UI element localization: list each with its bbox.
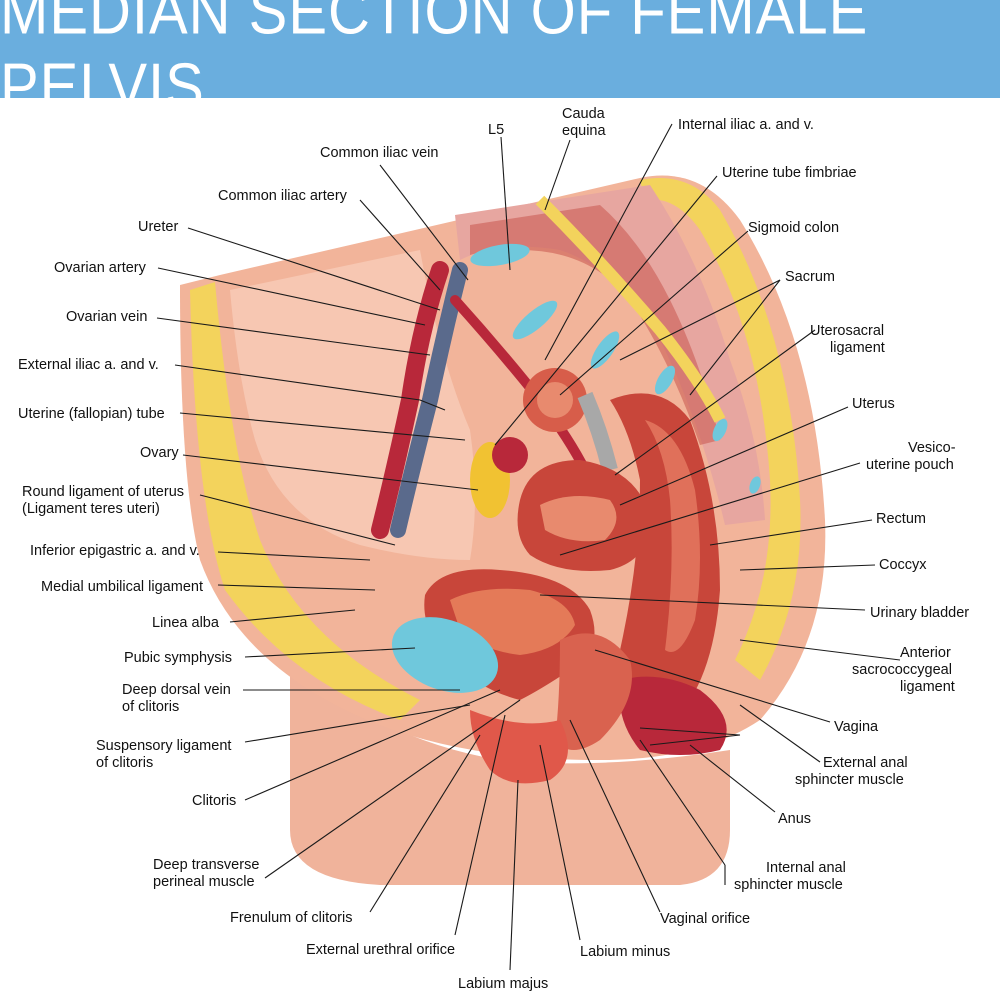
label-external-urethral: External urethral orifice — [306, 942, 455, 958]
label-uterus: Uterus — [852, 396, 895, 412]
label-deep-dorsal-line1: Deep dorsal vein — [122, 682, 231, 698]
label-vaginal-orifice: Vaginal orifice — [660, 911, 750, 927]
label-vesico-line1: Vesico- — [908, 440, 956, 456]
label-anterior-sacro-line1: Anterior — [900, 645, 951, 661]
fimbriae-shape — [492, 437, 528, 473]
label-l5: L5 — [488, 122, 504, 138]
label-common-iliac-artery: Common iliac artery — [218, 188, 348, 204]
label-ureter: Ureter — [138, 219, 178, 235]
anal-canal — [619, 676, 727, 755]
label-ovarian-artery: Ovarian artery — [54, 260, 147, 276]
label-suspensory-line1: Suspensory ligament — [96, 738, 231, 754]
label-labium-majus: Labium majus — [458, 976, 548, 992]
disc-5 — [712, 418, 728, 442]
sacrum — [455, 185, 765, 525]
label-coccyx: Coccyx — [879, 557, 927, 573]
posterior-fat — [640, 178, 801, 680]
label-pubic-symphysis: Pubic symphysis — [124, 650, 232, 666]
disc-4 — [654, 365, 676, 395]
label-vagina: Vagina — [834, 719, 879, 735]
label-vesico-line2: uterine pouch — [866, 457, 954, 473]
label-ovary: Ovary — [140, 445, 179, 461]
label-internal-iliac: Internal iliac a. and v. — [678, 117, 814, 133]
label-round-ligament-line2: (Ligament teres uteri) — [22, 501, 160, 517]
label-cauda-equina-line2: equina — [562, 123, 606, 139]
artery-vessel — [371, 261, 449, 539]
label-urinary-bladder: Urinary bladder — [870, 605, 969, 621]
label-sacrum: Sacrum — [785, 269, 835, 285]
leader-lines — [156, 123, 901, 971]
label-inferior-epigastric: Inferior epigastric a. and v. — [30, 543, 200, 559]
pelvis-model — [180, 175, 826, 885]
label-common-iliac-vein: Common iliac vein — [320, 145, 438, 161]
sigmoid-gray — [577, 391, 618, 472]
label-medial-umbilical: Medial umbilical ligament — [41, 579, 203, 595]
label-sigmoid-colon: Sigmoid colon — [748, 220, 839, 236]
pubic-symphysis-shape — [391, 617, 499, 693]
label-frenulum: Frenulum of clitoris — [230, 910, 352, 926]
anterior-fat — [190, 282, 420, 720]
label-external-anal-line1: External anal — [823, 755, 908, 771]
vein-vessel — [390, 262, 468, 538]
label-internal-anal-line1: Internal anal — [766, 860, 846, 876]
label-external-iliac: External iliac a. and v. — [18, 357, 159, 373]
label-uterine-tube: Uterine (fallopian) tube — [18, 406, 165, 422]
perineum — [470, 710, 568, 784]
label-deep-transverse-line1: Deep transverse — [153, 857, 259, 873]
page-title: MEDIAN SECTION OF FEMALE PELVIS — [0, 0, 869, 123]
label-suspensory-line2: of clitoris — [96, 755, 153, 771]
label-rectum: Rectum — [876, 511, 926, 527]
label-anterior-sacro-line3: ligament — [900, 679, 955, 695]
labels: L5 Cauda equina Internal iliac a. and v.… — [18, 106, 969, 992]
label-labium-minus: Labium minus — [580, 944, 670, 960]
label-uterine-tube-fimbriae: Uterine tube fimbriae — [722, 165, 857, 181]
disc-6 — [749, 476, 761, 494]
disc-l5 — [470, 243, 530, 267]
label-ovarian-vein: Ovarian vein — [66, 309, 147, 325]
label-anterior-sacro-line2: sacrococcygeal — [852, 662, 952, 678]
label-external-anal-line2: sphincter muscle — [795, 772, 904, 788]
label-uterosacral-line2: ligament — [830, 340, 885, 356]
vagina-shape — [555, 633, 632, 750]
label-cauda-equina-line1: Cauda — [562, 106, 606, 122]
label-linea-alba: Linea alba — [152, 615, 220, 631]
label-deep-dorsal-line2: of clitoris — [122, 699, 179, 715]
label-deep-transverse-line2: perineal muscle — [153, 874, 255, 890]
title-banner: MEDIAN SECTION OF FEMALE PELVIS — [0, 0, 1000, 123]
label-internal-anal-line2: sphincter muscle — [734, 877, 843, 893]
label-anus: Anus — [778, 811, 811, 827]
rectum-shape — [610, 393, 720, 732]
cauda-band — [535, 195, 726, 423]
label-uterosacral-line1: Uterosacral — [810, 323, 884, 339]
disc-2 — [512, 300, 558, 340]
label-round-ligament-line1: Round ligament of uterus — [22, 484, 184, 500]
label-clitoris: Clitoris — [192, 793, 236, 809]
disc-3 — [590, 331, 620, 369]
